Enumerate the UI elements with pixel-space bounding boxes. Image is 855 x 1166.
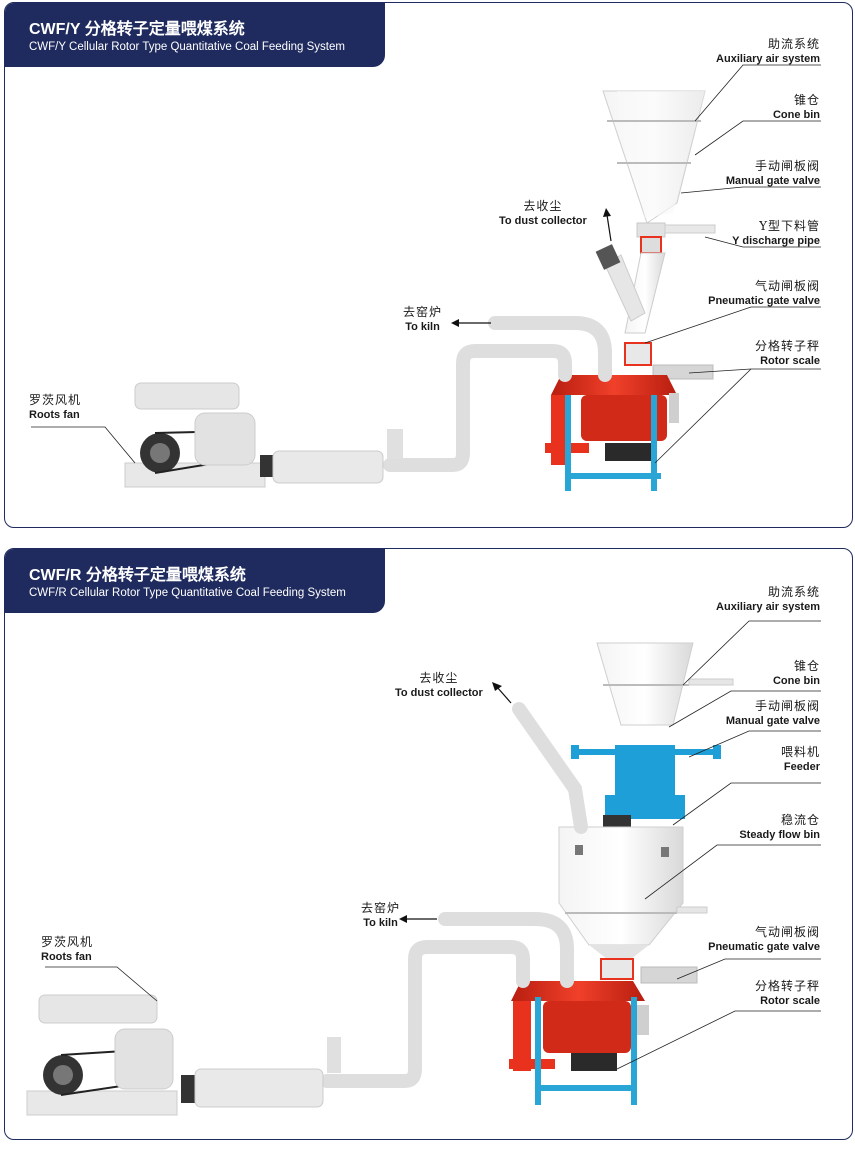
label-en: To kiln (405, 321, 440, 333)
panel-header: CWF/Y 分格转子定量喂煤系统 CWF/Y Cellular Rotor Ty… (5, 3, 385, 67)
label-zh: 助流系统 (767, 585, 820, 599)
label-en: To dust collector (395, 687, 483, 699)
label-manual-gate-valve: 手动闸板阀 Manual gate valve (726, 159, 820, 189)
label-zh: 手动闸板阀 (754, 159, 820, 173)
to-dust-arrow (606, 214, 612, 242)
label-en: Roots fan (29, 409, 80, 421)
label-roots-fan: 罗茨风机 Roots fan (41, 935, 93, 965)
label-cone-bin: 锥仓 Cone bin (773, 93, 820, 123)
label-zh: 助流系统 (767, 37, 820, 51)
label-to-dust-collector: 去收尘 To dust collector (499, 199, 587, 229)
panel-header: CWF/R 分格转子定量喂煤系统 CWF/R Cellular Rotor Ty… (5, 549, 385, 613)
label-cone-bin: 锥仓 Cone bin (773, 659, 820, 689)
label-en: Y discharge pipe (732, 235, 820, 247)
conveying-pipe (320, 702, 588, 1088)
label-en: Pneumatic gate valve (708, 295, 820, 307)
rotor-scale (509, 981, 649, 1105)
label-y-discharge-pipe: Y型下料管 Y discharge pipe (732, 219, 820, 249)
pneumatic-actuator (652, 364, 714, 380)
roots-fan (26, 994, 341, 1116)
label-to-kiln: 去窑炉 To kiln (361, 901, 400, 931)
panel-title-en: CWF/Y Cellular Rotor Type Quantitative C… (29, 41, 345, 53)
to-dust-arrow (496, 686, 512, 704)
leader-lines (45, 620, 821, 1070)
label-zh: 罗茨风机 (41, 935, 94, 949)
label-en: Manual gate valve (725, 175, 820, 187)
label-roots-fan: 罗茨风机 Roots fan (29, 393, 81, 423)
label-en: Pneumatic gate valve (708, 941, 820, 953)
label-en: Feeder (783, 761, 820, 773)
label-to-kiln: 去窑炉 To kiln (403, 305, 442, 335)
label-zh: 稳流仓 (780, 813, 820, 827)
feeder (571, 745, 721, 827)
label-zh: 锥仓 (793, 659, 820, 673)
label-zh: 气动闸板阀 (754, 925, 820, 939)
label-en: To dust collector (499, 215, 587, 227)
label-zh: 去收尘 (419, 671, 459, 685)
cwf-r-panel: CWF/R 分格转子定量喂煤系统 CWF/R Cellular Rotor Ty… (4, 548, 853, 1140)
label-zh: 去窑炉 (361, 901, 401, 915)
cone-bin (596, 642, 734, 726)
label-en: Cone bin (772, 109, 820, 121)
label-en: Manual gate valve (725, 715, 820, 727)
label-pneumatic-gate-valve: 气动闸板阀 Pneumatic gate valve (708, 279, 820, 309)
label-en: Auxiliary air system (716, 53, 820, 65)
label-zh: 分格转子秤 (754, 979, 820, 993)
label-en: Steady flow bin (739, 829, 820, 841)
label-auxiliary-air: 助流系统 Auxiliary air system (716, 37, 820, 67)
label-en: Roots fan (41, 951, 92, 963)
label-manual-gate-valve: 手动闸板阀 Manual gate valve (726, 699, 820, 729)
rotor-scale (545, 375, 679, 491)
cone-bin (602, 90, 716, 238)
roots-fan (124, 382, 403, 488)
label-en: Rotor scale (760, 355, 820, 367)
label-en: To kiln (363, 917, 398, 929)
cwf-y-panel: CWF/Y 分格转子定量喂煤系统 CWF/Y Cellular Rotor Ty… (4, 2, 853, 528)
label-feeder: 喂料机 Feeder (781, 745, 820, 775)
label-zh: 锥仓 (793, 93, 820, 107)
label-pneumatic-gate-valve: 气动闸板阀 Pneumatic gate valve (708, 925, 820, 955)
label-zh: 分格转子秤 (754, 339, 820, 353)
cwf-y-diagram (31, 64, 821, 491)
y-discharge-pipe (595, 236, 666, 366)
label-zh: 罗茨风机 (29, 393, 82, 407)
leader-lines (31, 64, 821, 464)
label-steady-flow-bin: 稳流仓 Steady flow bin (739, 813, 820, 843)
steady-flow-bin (558, 826, 708, 984)
label-zh: 手动闸板阀 (754, 699, 820, 713)
panel-title-zh: CWF/R 分格转子定量喂煤系统 (29, 567, 246, 584)
label-en: Rotor scale (760, 995, 820, 1007)
label-zh: 喂料机 (780, 745, 820, 759)
label-zh: 气动闸板阀 (754, 279, 820, 293)
label-zh: 去收尘 (523, 199, 563, 213)
label-rotor-scale: 分格转子秤 Rotor scale (755, 979, 820, 1009)
label-en: Cone bin (772, 675, 820, 687)
label-rotor-scale: 分格转子秤 Rotor scale (755, 339, 820, 369)
label-to-dust-collector: 去收尘 To dust collector (395, 671, 483, 701)
panel-title-en: CWF/R Cellular Rotor Type Quantitative C… (29, 587, 346, 599)
label-auxiliary-air: 助流系统 Auxiliary air system (716, 585, 820, 615)
conveying-pipe (383, 316, 612, 472)
label-en: Auxiliary air system (716, 601, 820, 613)
panel-title-zh: CWF/Y 分格转子定量喂煤系统 (29, 21, 245, 38)
label-zh: 去窑炉 (403, 305, 443, 319)
label-zh: Y型下料管 (759, 219, 820, 233)
cwf-r-diagram (26, 620, 821, 1116)
